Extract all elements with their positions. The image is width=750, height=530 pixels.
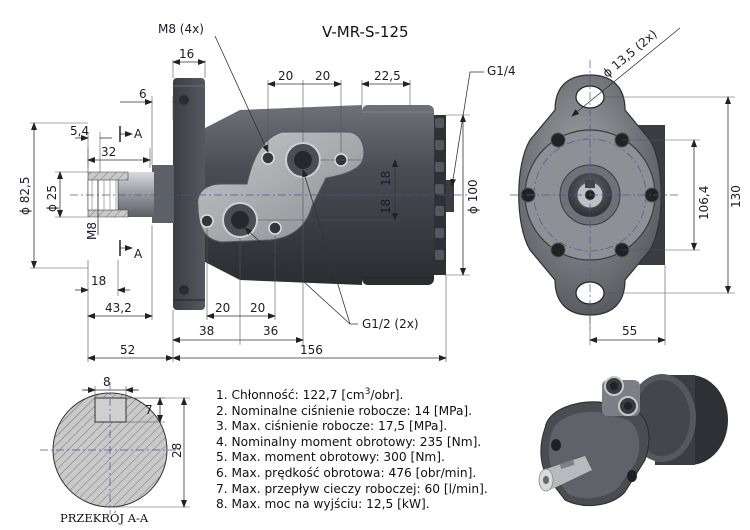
dim-phi-13-5-2x: ϕ 13,5 (2x) bbox=[600, 27, 660, 80]
spec-item: 4. Nominalny moment obrotowy: 235 [Nm]. bbox=[216, 435, 488, 451]
m8-hole-1 bbox=[261, 151, 275, 165]
dim-32: 32 bbox=[101, 145, 116, 159]
dim-m8-4x: M8 (4x) bbox=[158, 22, 204, 36]
key-section bbox=[94, 397, 127, 423]
dim-18-lower: 18 bbox=[379, 199, 393, 214]
spec-text: 3. Max. ciśnienie robocze: 17,5 [MPa]. bbox=[216, 419, 448, 434]
spec-item: 1. Chłonność: 122,7 [cm3/obr]. bbox=[216, 385, 488, 404]
dim-16: 16 bbox=[179, 47, 194, 61]
dim-55: 55 bbox=[622, 324, 637, 338]
spec-text: 8. Max. moc na wyjściu: 12,5 [kW]. bbox=[216, 497, 430, 512]
dim-38: 38 bbox=[199, 324, 214, 338]
dim-shaft-height: 28 bbox=[170, 443, 184, 458]
section-a-bottom: A bbox=[134, 247, 143, 261]
dim-18-upper: 18 bbox=[379, 171, 393, 186]
isometric-render bbox=[538, 374, 728, 506]
dim-phi-82-5: ϕ 82,5 bbox=[18, 177, 32, 215]
spec-text: 4. Nominalny moment obrotowy: 235 [Nm]. bbox=[216, 434, 482, 449]
dim-20-bottom-a: 20 bbox=[215, 301, 230, 315]
dim-43-2: 43,2 bbox=[105, 301, 132, 315]
spec-item: 2. Nominalne ciśnienie robocze: 14 [MPa]… bbox=[216, 404, 488, 420]
spec-item: 7. Max. przepływ cieczy roboczej: 60 [l/… bbox=[216, 482, 488, 498]
dim-18: 18 bbox=[91, 274, 106, 288]
dim-phi-100: ϕ 100 bbox=[466, 179, 480, 214]
spec-item: 6. Max. prędkość obrotowa: 476 [obr/min]… bbox=[216, 466, 488, 482]
model-title: V-MR-S-125 bbox=[322, 23, 409, 41]
m8-hole-3 bbox=[200, 214, 214, 228]
dim-g1-2-2x: G1/2 (2x) bbox=[362, 317, 419, 331]
dim-36: 36 bbox=[263, 324, 278, 338]
spec-superscript: 3 bbox=[364, 387, 371, 397]
spec-text: 2. Nominalne ciśnienie robocze: 14 [MPa]… bbox=[216, 403, 473, 418]
section-a-top: A bbox=[134, 127, 143, 141]
m8-hole-4 bbox=[268, 221, 282, 235]
mounting-flange bbox=[173, 78, 205, 310]
dim-20-top-b: 20 bbox=[315, 69, 330, 83]
shaft-neck bbox=[152, 165, 174, 223]
dim-156: 156 bbox=[300, 343, 323, 357]
spec-text: 6. Max. prędkość obrotowa: 476 [obr/min]… bbox=[216, 466, 477, 481]
spec-text: 1. Chłonność: 122,7 [cm bbox=[216, 388, 365, 403]
dim-20-bottom-b: 20 bbox=[250, 301, 265, 315]
dim-52: 52 bbox=[120, 343, 135, 357]
dim-22-5: 22,5 bbox=[374, 69, 401, 83]
dim-key-width: 8 bbox=[103, 375, 111, 389]
spec-item: 8. Max. moc na wyjściu: 12,5 [kW]. bbox=[216, 497, 488, 513]
spec-item: 3. Max. ciśnienie robocze: 17,5 [MPa]. bbox=[216, 419, 488, 435]
dim-20-top-a: 20 bbox=[278, 69, 293, 83]
dim-6: 6 bbox=[139, 87, 147, 101]
side-view bbox=[87, 78, 454, 310]
spec-text: 7. Max. przepływ cieczy roboczej: 60 [l/… bbox=[216, 481, 488, 496]
dim-106-4: 106,4 bbox=[697, 186, 711, 220]
dim-5-4: 5,4 bbox=[70, 124, 89, 138]
section-label: PRZEKRÓJ A-A bbox=[60, 511, 149, 525]
section-a-a: 8 7 28 PRZEKRÓJ A-A bbox=[40, 375, 190, 525]
end-view bbox=[510, 60, 680, 330]
spec-text-suffix: /obr]. bbox=[370, 388, 404, 403]
side-view-dimensions: M8 (4x) 16 20 20 22,5 G1/4 6 5,4 bbox=[18, 22, 516, 362]
dim-key-height: 7 bbox=[145, 403, 153, 417]
dim-g1-4: G1/4 bbox=[487, 64, 516, 78]
dim-m8: M8 bbox=[85, 222, 99, 240]
spec-item: 5. Max. moment obrotowy: 300 [Nm]. bbox=[216, 450, 488, 466]
dim-phi-25: ϕ 25 bbox=[45, 185, 59, 212]
spec-list: 1. Chłonność: 122,7 [cm3/obr]. 2. Nomina… bbox=[216, 385, 488, 513]
spec-text: 5. Max. moment obrotowy: 300 [Nm]. bbox=[216, 450, 445, 465]
dim-130: 130 bbox=[729, 185, 743, 208]
